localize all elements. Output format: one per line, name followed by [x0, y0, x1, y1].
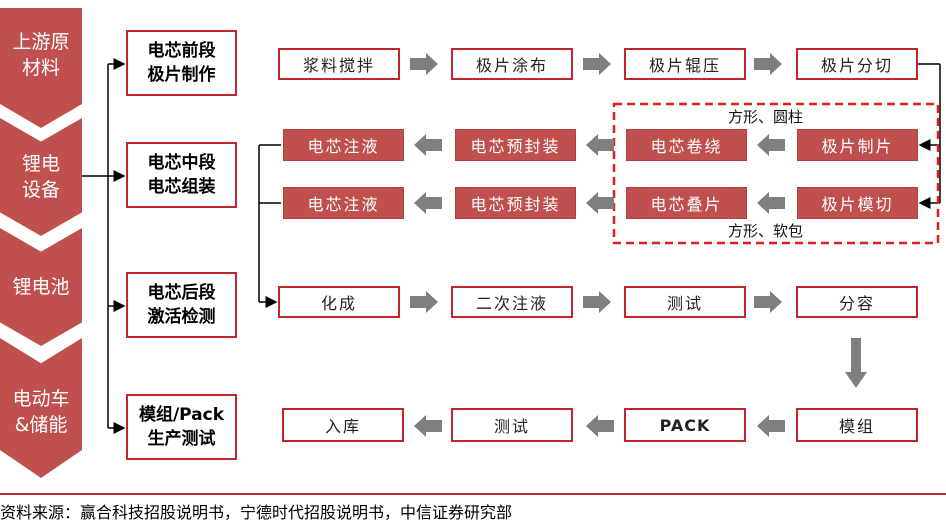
- source-note: 资料来源：赢合科技招股说明书，宁德时代招股说明书，中信证券研究部: [0, 503, 513, 522]
- step-die-cutting: 极片模切: [797, 187, 918, 219]
- chain-lithium-equipment: 锂电 设备: [0, 118, 82, 236]
- step-testing: 测试: [451, 408, 573, 442]
- step-electrode-slitting: 极片分切: [796, 48, 918, 80]
- chain-ev-storage: 电动车 &储能: [0, 338, 82, 478]
- step-winding: 电芯卷绕: [626, 129, 747, 161]
- stage-title: 电芯后段: [147, 283, 216, 303]
- step-pack: PACK: [624, 408, 746, 442]
- stage-title: 电芯中段: [147, 153, 216, 173]
- stage-middle-assembly: 电芯中段 电芯组装: [126, 142, 237, 208]
- step-secondary-injection: 二次注液: [451, 286, 573, 318]
- source-divider: [0, 493, 946, 495]
- stage-subtitle: 激活检测: [147, 307, 216, 327]
- step-pre-sealing: 电芯预封装: [455, 129, 576, 161]
- stage-subtitle: 极片制作: [147, 65, 216, 85]
- step-slurry-mixing: 浆料搅拌: [278, 48, 400, 80]
- step-pre-sealing: 电芯预封装: [455, 187, 576, 219]
- stage-subtitle: 生产测试: [147, 429, 216, 449]
- note-prismatic-pouch: 方形、软包: [728, 222, 804, 240]
- stage-title: 电芯前段: [147, 41, 216, 61]
- step-electrolyte-injection: 电芯注液: [283, 129, 404, 161]
- step-electrode-making: 极片制片: [797, 129, 918, 161]
- stage-back-activation: 电芯后段 激活检测: [126, 272, 237, 338]
- step-electrode-coating: 极片涂布: [451, 48, 573, 80]
- chain-upstream-materials: 上游原 材料: [0, 8, 82, 128]
- stage-title: 模组/Pack: [138, 405, 225, 425]
- step-stacking: 电芯叠片: [626, 187, 747, 219]
- stage-module-pack: 模组/Pack 生产测试: [126, 394, 237, 460]
- step-module: 模组: [796, 408, 918, 442]
- step-testing: 测试: [624, 286, 746, 318]
- note-prismatic-cylindrical: 方形、圆柱: [728, 108, 804, 126]
- stage-subtitle: 电芯组装: [147, 177, 216, 197]
- stage-front-electrode: 电芯前段 极片制作: [126, 30, 237, 96]
- dashed-group-box: [612, 102, 940, 245]
- step-warehousing: 入库: [282, 408, 404, 442]
- step-formation: 化成: [278, 286, 400, 318]
- step-electrode-rolling: 极片辊压: [624, 48, 746, 80]
- step-grading: 分容: [796, 286, 918, 318]
- step-electrolyte-injection: 电芯注液: [283, 187, 404, 219]
